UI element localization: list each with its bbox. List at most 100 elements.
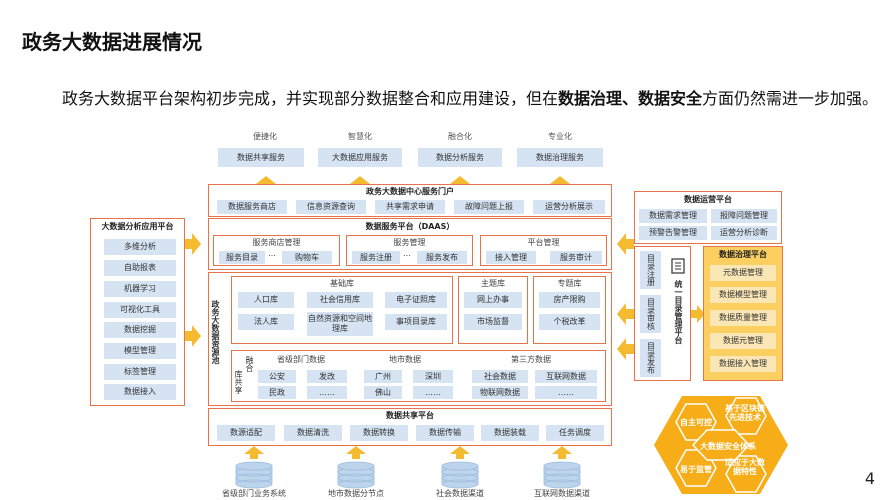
city-guangzhou: 广州 xyxy=(364,370,402,383)
analysis-item-2: 自助报表 xyxy=(104,260,176,276)
daas-item-access-mgmt: 接入管理 xyxy=(486,251,536,264)
cylinder-2 xyxy=(337,461,375,489)
theme-lib-online: 网上办事 xyxy=(464,292,522,308)
page-number: 4 xyxy=(864,469,875,488)
up-arrow-3 xyxy=(450,176,470,188)
fusion-label: 融合 xyxy=(245,356,254,372)
security-part-1: 自主可控 xyxy=(680,418,712,427)
theme-lib-title: 主题库 xyxy=(481,279,505,288)
portal-item-5: 运营分析展示 xyxy=(533,200,605,214)
page-title: 政务大数据进展情况 xyxy=(22,30,202,54)
cylinder-4 xyxy=(543,461,581,489)
daas-item-service-publish: 服务发布 xyxy=(417,251,467,264)
third-internet: 互联网数据 xyxy=(535,370,597,383)
security-hex-center xyxy=(691,429,751,461)
up-arrow-5 xyxy=(244,446,264,459)
up-arrow-8 xyxy=(552,446,572,459)
source-label-3: 社会数据渠道 xyxy=(436,489,484,498)
resource-pool-label: 政务大数据资源池 xyxy=(211,300,220,364)
up-arrow-6 xyxy=(346,446,366,459)
sharing-item-3: 数据转换 xyxy=(350,425,408,441)
right-arrow-3 xyxy=(690,305,705,323)
third-more: …… xyxy=(535,386,597,399)
security-hex-2 xyxy=(725,397,767,435)
catalog-publish-text: 目录发布 xyxy=(646,342,656,374)
catalog-review-text: 目录审核 xyxy=(646,298,656,330)
up-arrow-2 xyxy=(350,176,370,188)
daas-group-2-title: 服务管理 xyxy=(393,238,426,247)
base-lib-title: 基础库 xyxy=(330,279,354,288)
catalog-register-text: 目录注册 xyxy=(646,254,656,286)
provincial-reform: 发改 xyxy=(307,370,347,383)
security-hex-4 xyxy=(725,455,767,493)
daas-title: 数据服务平台（DAAS） xyxy=(365,222,455,231)
sharing-title: 数据共享平台 xyxy=(386,411,434,420)
analysis-item-5: 数据挖掘 xyxy=(104,322,176,338)
analysis-item-8: 数据接入 xyxy=(104,384,176,400)
daas-item-cart: 购物车 xyxy=(282,251,332,264)
up-arrow-1 xyxy=(256,176,276,188)
portal-item-1: 数据服务商店 xyxy=(217,200,287,214)
intro-paragraph: 政务大数据平台架构初步完成，并实现部分数据整合和应用建设，但在数据治理、数据安全… xyxy=(22,86,884,112)
source-label-1: 省级部门业务系统 xyxy=(222,489,286,498)
third-social: 社会数据 xyxy=(472,370,528,383)
city-title: 地市数据 xyxy=(389,355,421,364)
daas-ellipsis-1: … xyxy=(268,249,276,258)
topic-lib-frame xyxy=(533,276,606,344)
city-more: …… xyxy=(413,386,453,399)
base-lib-license: 电子证照库 xyxy=(385,292,447,308)
sharing-item-2: 数据清洗 xyxy=(284,425,342,441)
catalog-title: 统一目录管理平台 xyxy=(674,280,683,344)
catalog-list-icon xyxy=(671,258,685,274)
daas-item-service-audit: 服务审计 xyxy=(550,251,602,264)
catalog-publish: 目录发布 xyxy=(640,339,661,377)
source-label-4: 互联网数据渠道 xyxy=(534,489,590,498)
topic-lib-title: 专题库 xyxy=(557,279,582,288)
governance-title: 数据治理平台 xyxy=(719,250,767,259)
ops-item-3: 预警告警管理 xyxy=(639,226,707,240)
base-lib-geo: 自然资源和空间地理库 xyxy=(307,312,373,336)
sharing-item-4: 数据传输 xyxy=(416,425,474,441)
daas-group-3-title: 平台管理 xyxy=(527,238,560,247)
security-part-2: 基于区块链先进技术 xyxy=(725,404,765,422)
cylinder-3 xyxy=(441,461,479,489)
base-lib-catalog: 事项目录库 xyxy=(385,314,447,330)
topic-lib-tax: 个税改革 xyxy=(539,314,600,330)
left-arrow-1 xyxy=(617,233,634,255)
right-arrow-2 xyxy=(184,325,201,347)
left-arrow-2 xyxy=(617,303,634,325)
third-party-title: 第三方数据 xyxy=(511,355,551,364)
third-iot: 物联网数据 xyxy=(472,386,528,399)
top-tag-4: 专业化 xyxy=(548,132,572,141)
catalog-register: 目录注册 xyxy=(640,251,661,289)
left-arrow-3 xyxy=(617,338,634,360)
security-part-3: 易于监管 xyxy=(680,465,712,474)
topic-lib-housing: 房产限购 xyxy=(539,292,600,308)
cylinder-1 xyxy=(235,461,273,489)
analysis-item-4: 可视化工具 xyxy=(104,302,176,318)
theme-lib-frame xyxy=(458,276,528,344)
governance-item-1: 元数据管理 xyxy=(710,265,776,281)
base-lib-population: 人口库 xyxy=(238,292,294,308)
daas-item-service-register: 服务注册 xyxy=(352,251,400,264)
portal-item-3: 共享需求申请 xyxy=(375,200,445,214)
city-foshan: 佛山 xyxy=(364,386,402,399)
ops-item-1: 数据需求管理 xyxy=(639,209,707,223)
governance-item-5: 数据接入管理 xyxy=(710,356,776,372)
daas-ellipsis-2: … xyxy=(403,249,411,258)
catalog-review: 目录审核 xyxy=(640,295,661,333)
ops-item-4: 运营分析诊断 xyxy=(711,226,777,240)
base-lib-legal: 法人库 xyxy=(238,314,294,330)
analysis-item-3: 机器学习 xyxy=(104,281,176,297)
up-arrow-7 xyxy=(450,446,470,459)
security-system-graphic xyxy=(654,396,788,494)
share-label: 库共享 xyxy=(234,370,243,394)
intro-part2: 方面仍然需进一步加强。 xyxy=(702,89,879,108)
top-tag-2: 智慧化 xyxy=(348,132,372,141)
top-tag-3: 融合化 xyxy=(448,132,472,141)
right-arrow-1 xyxy=(184,233,201,255)
sharing-platform-frame xyxy=(208,408,612,446)
service-data-analysis: 数据分析服务 xyxy=(418,148,502,167)
theme-lib-market: 市场监督 xyxy=(464,314,522,330)
provincial-police: 公安 xyxy=(258,370,296,383)
